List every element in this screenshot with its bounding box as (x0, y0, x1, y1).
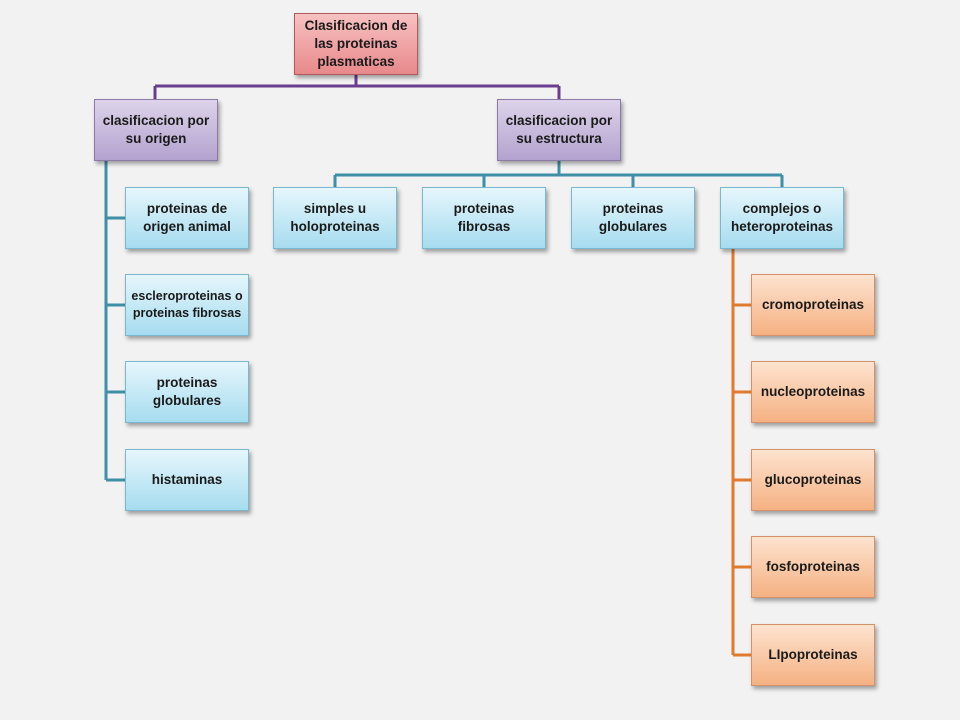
origen-child-node: proteinas de origen animal (125, 187, 249, 249)
estructura-label: clasificacion por su estructura (505, 113, 613, 146)
origen-child-label: proteinas globulares (152, 375, 222, 408)
complejos-child-node: cromoproteinas (751, 274, 875, 336)
estructura-connectors (333, 161, 784, 187)
estructura-node: clasificacion por su estructura (497, 99, 621, 161)
origen-child-label: escleroproteinas o proteinas fibrosas (131, 289, 243, 320)
origen-connectors (104, 161, 125, 482)
complejos-child-label: nucleoproteinas (760, 384, 866, 399)
complejos-child-label: glucoproteinas (764, 472, 862, 487)
root-connectors (153, 75, 561, 99)
root-node: Clasificacion de las proteinas plasmatic… (294, 13, 418, 75)
estructura-child-node: simples u holoproteinas (273, 187, 397, 249)
estructura-child-node: proteinas fibrosas (422, 187, 546, 249)
complejos-child-node: glucoproteinas (751, 449, 875, 511)
complejos-label: complejos o heteroproteinas (730, 201, 834, 234)
origen-node: clasificacion por su origen (94, 99, 218, 161)
complejos-connectors (731, 249, 751, 657)
estructura-child-node: proteinas globulares (571, 187, 695, 249)
origen-label: clasificacion por su origen (102, 113, 210, 146)
origen-child-node: proteinas globulares (125, 361, 249, 423)
complejos-node: complejos o heteroproteinas (720, 187, 844, 249)
origen-child-node: histaminas (125, 449, 249, 511)
root-label: Clasificacion de las proteinas plasmatic… (304, 18, 408, 69)
origen-child-node: escleroproteinas o proteinas fibrosas (125, 274, 249, 336)
origen-child-label: proteinas de origen animal (143, 201, 231, 234)
estructura-child-label: simples u holoproteinas (290, 201, 380, 234)
complejos-child-label: LIpoproteinas (768, 647, 858, 662)
complejos-child-node: LIpoproteinas (751, 624, 875, 686)
origen-child-label: histaminas (151, 472, 223, 487)
complejos-child-label: cromoproteinas (761, 297, 865, 312)
complejos-child-node: nucleoproteinas (751, 361, 875, 423)
estructura-child-label: proteinas fibrosas (453, 201, 515, 234)
estructura-child-label: proteinas globulares (598, 201, 668, 234)
complejos-child-node: fosfoproteinas (751, 536, 875, 598)
complejos-child-label: fosfoproteinas (766, 559, 860, 574)
